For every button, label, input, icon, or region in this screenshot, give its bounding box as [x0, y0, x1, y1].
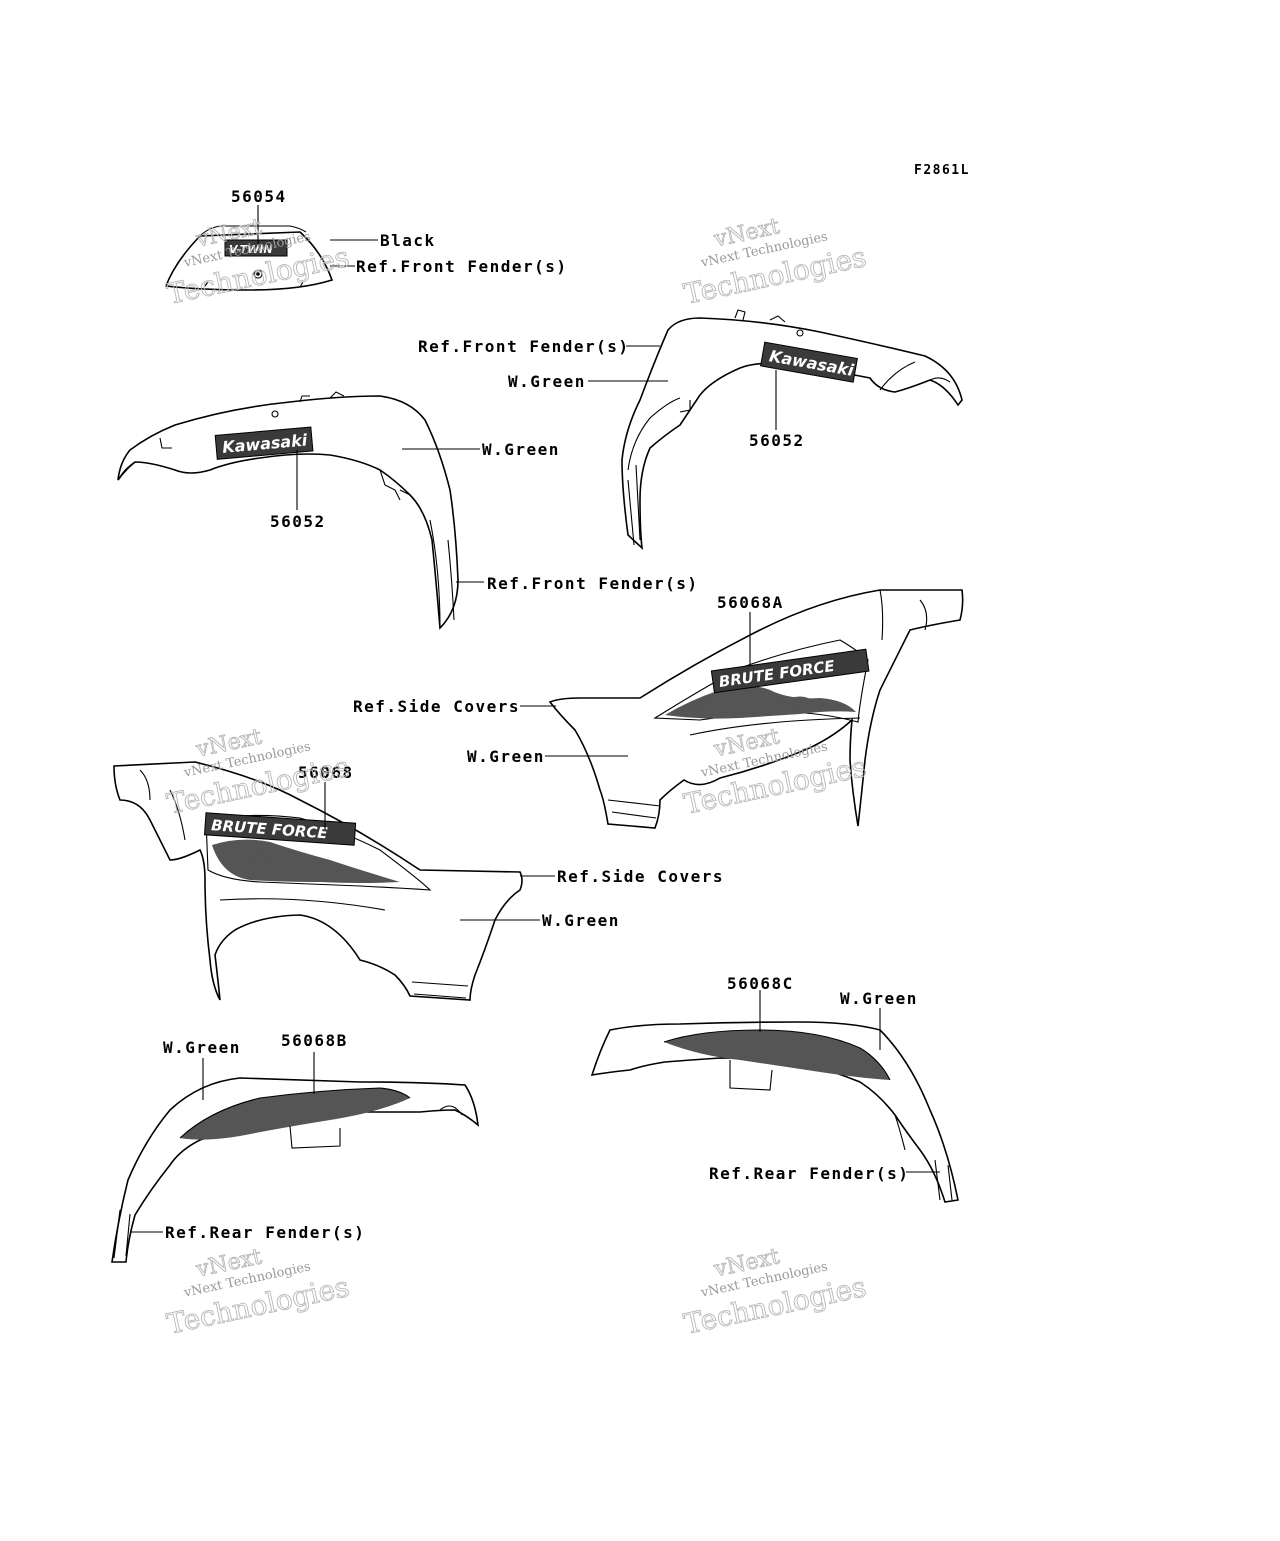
right-rear-fender-part [590, 1021, 959, 1203]
callout-ref-side-covers-right: Ref.Side Covers [353, 697, 520, 716]
callout-ref-side-covers-left: Ref.Side Covers [557, 867, 724, 886]
front-fender-emblem-part: V-TWIN [164, 225, 334, 291]
callout-56068A: 56068A [717, 593, 784, 612]
kawasaki-decal-56052-right [760, 341, 858, 383]
watermark-bottom-right: vNext vNext Technologies Technologies [680, 1244, 869, 1342]
left-front-fender-part: Kawasaki [117, 391, 459, 630]
left-rear-fender-part [111, 1077, 480, 1263]
callout-w-green-left-rear: W.Green [163, 1038, 241, 1057]
callout-ref-front-fender-top: Ref.Front Fender(s) [356, 257, 568, 276]
callout-56068C: 56068C [727, 974, 794, 993]
kawasaki-decal-56052-left [214, 426, 314, 460]
left-side-cover-part: BRUTE FORCE [113, 761, 523, 1001]
brute-force-decal-56068 [203, 812, 357, 846]
callout-w-green-left-side: W.Green [542, 911, 620, 930]
callout-w-green-right-rear: W.Green [840, 989, 918, 1008]
callout-w-green-right-front: W.Green [508, 372, 586, 391]
emblem-decal-56054 [224, 239, 288, 257]
brute-force-decal-56068A [710, 648, 870, 694]
callout-ref-front-fender-right: Ref.Front Fender(s) [418, 337, 630, 356]
callout-ref-rear-fender-right: Ref.Rear Fender(s) [709, 1164, 909, 1183]
watermark-top-right: vNext vNext Technologies Technologies [680, 214, 869, 312]
callout-ref-front-fender-left: Ref.Front Fender(s) [487, 574, 699, 593]
callout-black: Black [380, 231, 436, 250]
callout-56054: 56054 [231, 187, 287, 206]
callout-w-green-right-side: W.Green [467, 747, 545, 766]
callout-56052-left: 56052 [270, 512, 326, 531]
right-front-fender-part: Kawasaki [621, 309, 963, 551]
emblem-decal-text: V-TWIN [229, 243, 273, 256]
callout-56068B: 56068B [281, 1031, 348, 1050]
callout-ref-rear-fender-left: Ref.Rear Fender(s) [165, 1223, 365, 1242]
figure-id: F2861L [914, 163, 970, 178]
right-side-cover-part: BRUTE FORCE [548, 589, 964, 829]
callout-w-green-left-front: W.Green [482, 440, 560, 459]
callout-56068: 56068 [298, 763, 354, 782]
callout-56052-right: 56052 [749, 431, 805, 450]
watermark-bottom-left: vNext vNext Technologies Technologies [163, 1244, 352, 1341]
